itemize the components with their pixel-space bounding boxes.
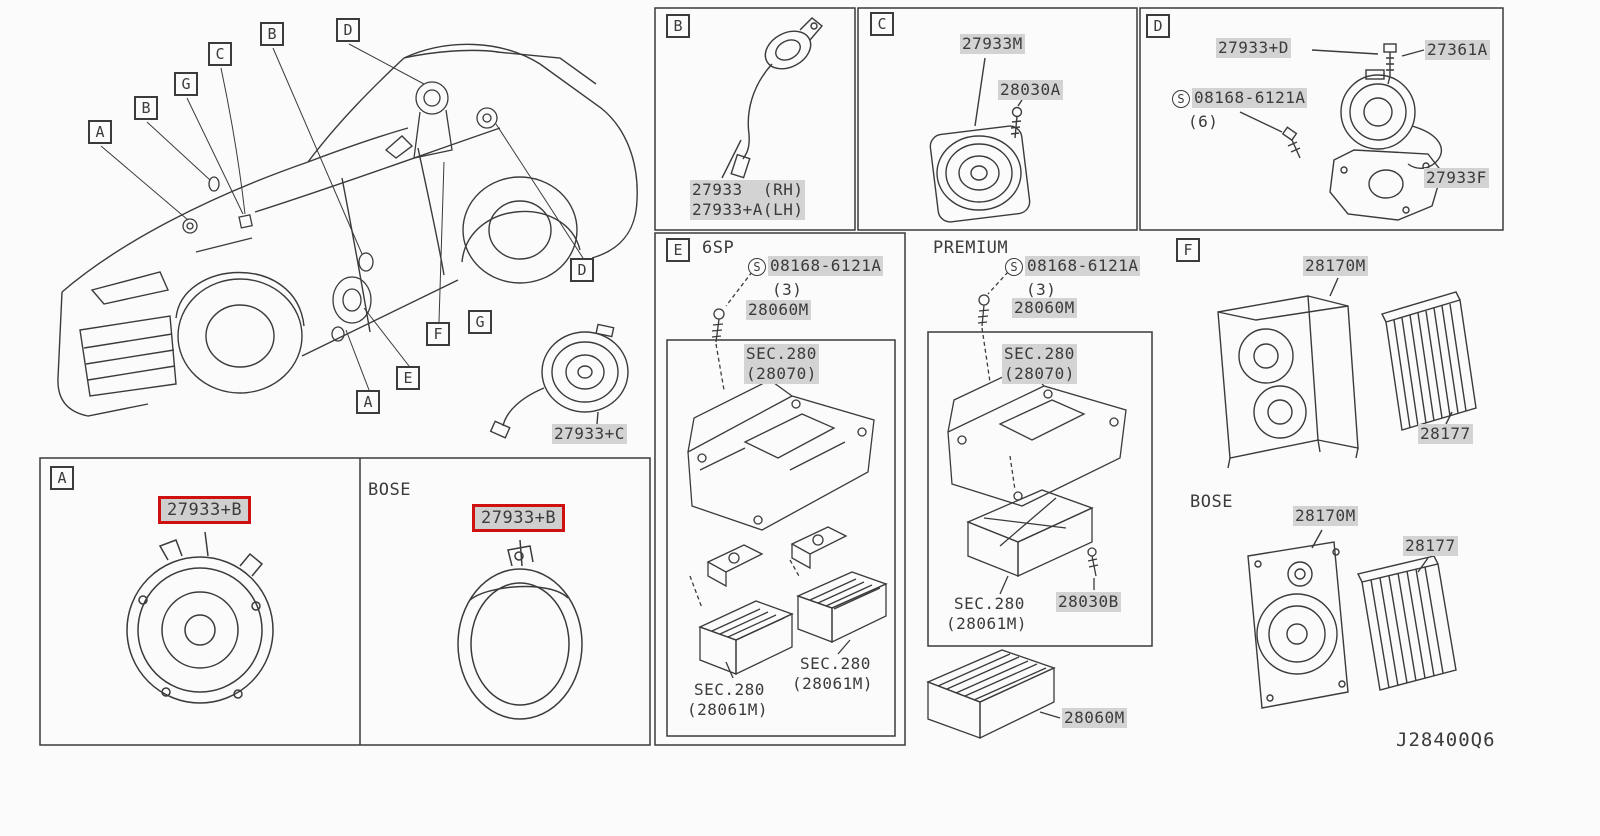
sec280-e-right-ref: (28061M) [792, 674, 874, 693]
part-27933f[interactable]: 27933F [1424, 168, 1489, 188]
section-f-letter: F [1176, 238, 1200, 262]
part-28060m-premium-amp[interactable]: 28060M [1062, 708, 1127, 728]
amp-premium-drawing [926, 271, 1127, 740]
section-a-letter: A [50, 466, 74, 490]
part-27933b-bose-highlighted[interactable]: 27933+B [472, 504, 566, 532]
part-08168-premium[interactable]: 08168-6121A [1025, 256, 1141, 276]
door-speaker-a-drawing [126, 531, 583, 720]
part-08168-e[interactable]: 08168-6121A [768, 256, 884, 276]
car-callout-a1: A [88, 120, 112, 144]
bose-title-f: BOSE [1190, 492, 1233, 512]
amp-6sp-drawing [687, 271, 888, 679]
speaker-c-drawing [929, 57, 1031, 223]
part-28060m-premium-top[interactable]: 28060M [1012, 298, 1077, 318]
qty-e: (3) [772, 280, 803, 299]
sec280-premium-bottom-ref: (28061M) [946, 614, 1028, 633]
screw-symbol-e: S [748, 258, 766, 276]
part-27933c[interactable]: 27933+C [552, 424, 627, 444]
diagram-code: J28400Q6 [1396, 729, 1496, 751]
car-callout-d1: D [336, 18, 360, 42]
qty-d: (6) [1188, 112, 1219, 131]
part-28030a[interactable]: 28030A [998, 80, 1063, 100]
car-callout-e: E [396, 366, 420, 390]
part-27933a-lh[interactable]: 27933+A(LH) [690, 200, 806, 220]
section-b-letter: B [666, 14, 690, 38]
woofer-f-drawing [1217, 277, 1477, 469]
part-28177-f[interactable]: 28177 [1418, 424, 1473, 444]
speaker-d-drawing [1239, 43, 1444, 221]
part-28030b[interactable]: 28030B [1056, 592, 1121, 612]
sec280-premium-bottom: SEC.280 [954, 594, 1025, 613]
sec280-premium-top[interactable]: SEC.280 [1002, 344, 1077, 364]
part-27933d[interactable]: 27933+D [1216, 38, 1291, 58]
woofer-bose-drawing [1247, 529, 1457, 709]
section-e-title: 6SP [702, 238, 735, 258]
sec280-e-left: SEC.280 [694, 680, 765, 699]
car-callout-b1: B [134, 96, 158, 120]
bose-title-a: BOSE [368, 480, 411, 500]
car-callout-f: F [426, 322, 450, 346]
car-illustration [57, 43, 638, 417]
car-callout-a2: A [356, 390, 380, 414]
car-callout-d2: D [570, 258, 594, 282]
sec280-e-right: SEC.280 [800, 654, 871, 673]
sec280-premium-top-ref[interactable]: (28070) [1002, 364, 1077, 384]
part-08168-d[interactable]: 08168-6121A [1192, 88, 1308, 108]
part-27933m[interactable]: 27933M [960, 34, 1025, 54]
section-c-letter: C [870, 12, 894, 36]
section-e-letter: E [666, 238, 690, 262]
sec280-e-top[interactable]: SEC.280 [744, 344, 819, 364]
car-speaker-markers [182, 81, 498, 342]
section-premium-title: PREMIUM [933, 238, 1009, 258]
part-28060m-e[interactable]: 28060M [746, 300, 811, 320]
part-27933b-highlighted[interactable]: 27933+B [158, 496, 252, 524]
sec280-e-top-ref[interactable]: (28070) [744, 364, 819, 384]
part-27361a[interactable]: 27361A [1425, 40, 1490, 60]
sec280-e-left-ref: (28061M) [687, 700, 769, 719]
section-borders [39, 7, 1504, 746]
part-28170m-f[interactable]: 28170M [1303, 256, 1368, 276]
section-g-letter: G [468, 310, 492, 334]
part-28170m-bose[interactable]: 28170M [1293, 506, 1358, 526]
tweeter-g-drawing [489, 323, 629, 439]
part-28177-bose[interactable]: 28177 [1403, 536, 1458, 556]
screw-symbol-d: S [1172, 90, 1190, 108]
car-callout-c: C [208, 42, 232, 66]
part-27933-rh[interactable]: 27933 (RH) [690, 180, 806, 200]
qty-premium: (3) [1026, 280, 1057, 299]
tweeter-b-drawing [721, 17, 824, 179]
screw-symbol-premium: S [1005, 258, 1023, 276]
section-d-letter: D [1146, 14, 1170, 38]
car-leader-lines [100, 43, 584, 391]
car-callout-g: G [174, 72, 198, 96]
car-callout-b2: B [260, 22, 284, 46]
